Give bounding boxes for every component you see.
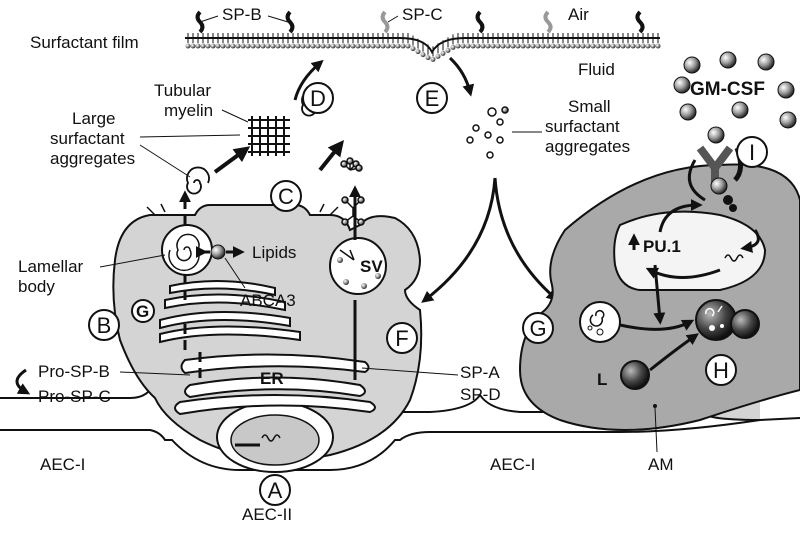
step-i: I (736, 136, 768, 168)
step-markers: A B C D E F G H I (88, 82, 768, 506)
aec-i-right-label: AEC-I (490, 455, 535, 474)
gm-csf-molecules (673, 51, 797, 129)
step-letter: B (97, 313, 112, 338)
dna-icon (261, 434, 281, 442)
aec-i-left-label: AEC-I (40, 455, 85, 474)
small-aggregates-label-1: Small (568, 97, 611, 116)
am-label: AM (648, 455, 674, 474)
phagolysosome (695, 299, 760, 341)
golgi-apparatus (159, 279, 301, 344)
abca3-transporter (210, 244, 226, 260)
sp-b-protein (475, 10, 485, 34)
large-aggregates-label-3: aggregates (50, 149, 135, 168)
large-aggregates-label-2: surfactant (50, 129, 125, 148)
pro-sp-b-label: Pro-SP-B (38, 362, 110, 381)
golgi-label: G (136, 302, 149, 321)
sp-c-label: SP-C (402, 5, 443, 24)
step-f: F (386, 322, 418, 354)
step-g: G (522, 312, 554, 344)
tubular-myelin (248, 116, 290, 156)
step-letter: D (310, 86, 326, 111)
phagosome (579, 301, 621, 343)
sp-a-label: SP-A (460, 363, 500, 382)
tubular-myelin-label-2: myelin (164, 101, 213, 120)
step-a: A (259, 474, 291, 506)
abca3-label: ABCA3 (240, 291, 296, 310)
er-label: ER (260, 369, 284, 388)
alveolar-macrophage (518, 163, 800, 431)
sp-c-protein (380, 10, 390, 34)
gm-csf-label: GM-CSF (690, 79, 765, 100)
step-letter: F (395, 326, 408, 351)
small-aggregates-label-2: surfactant (545, 117, 620, 136)
lysosome-label: L (597, 370, 607, 389)
step-letter: H (713, 358, 729, 383)
step-c: C (270, 180, 302, 212)
tubular-myelin-label-1: Tubular (154, 81, 211, 100)
step-letter: I (749, 140, 755, 165)
step-letter: E (425, 86, 440, 111)
endoplasmic-reticulum (174, 353, 376, 416)
sp-b-protein (635, 10, 645, 34)
lysosome (620, 360, 650, 390)
step-h: H (705, 354, 737, 386)
lipids-label: Lipids (252, 243, 296, 262)
step-letter: C (278, 184, 294, 209)
step-letter: A (268, 478, 283, 503)
fluid-label: Fluid (578, 60, 615, 79)
secretory-vesicle (329, 237, 387, 295)
sv-label: SV (360, 257, 383, 276)
aec-ii-label: AEC-II (242, 505, 292, 524)
gm-csf-bound (707, 126, 725, 144)
pu1-label: PU.1 (643, 237, 681, 256)
step-letter: G (529, 316, 546, 341)
step-d: D (302, 82, 334, 114)
step-e: E (416, 82, 448, 114)
large-aggregates-label-1: Large (72, 109, 115, 128)
pro-sp-c-label: Pro-SP-C (38, 387, 111, 406)
lamellar-body-label-2: body (18, 277, 55, 296)
surfactant-film (185, 10, 661, 62)
small-aggregates (466, 106, 509, 159)
step-b: B (88, 309, 120, 341)
sp-a-sp-d-oligomer (340, 157, 365, 226)
surfactant-film-label: Surfactant film (30, 33, 139, 52)
small-aggregates-label-3: aggregates (545, 137, 630, 156)
spiral-aggregate (186, 166, 210, 195)
sp-d-label: SP-D (460, 385, 501, 404)
lamellar-body-label-1: Lamellar (18, 257, 84, 276)
sp-b-label: SP-B (222, 5, 262, 24)
air-label: Air (568, 5, 589, 24)
lamellar-body (161, 224, 213, 276)
sp-b-protein (285, 10, 295, 34)
sp-c-protein (543, 10, 553, 34)
